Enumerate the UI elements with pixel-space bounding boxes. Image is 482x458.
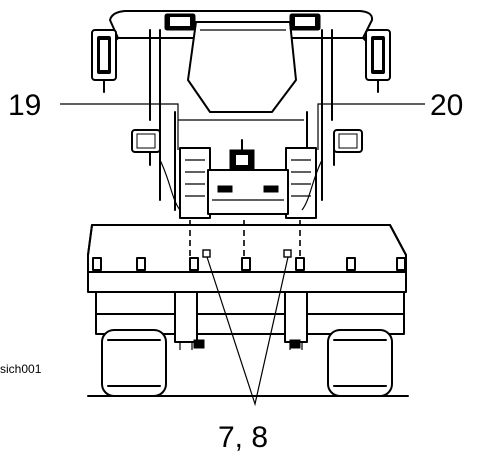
lift-frame [159, 139, 323, 219]
cab [103, 10, 379, 211]
callout-19: 19 [8, 89, 41, 122]
figure-reference: sich001 [0, 362, 42, 376]
mirror-left [91, 29, 118, 81]
mirror-right [363, 29, 391, 81]
wheel-left [101, 329, 167, 397]
front-bumper [87, 224, 407, 293]
bolt-row [92, 257, 406, 271]
chassis [95, 291, 405, 350]
callout-20: 20 [430, 89, 463, 122]
callout-7-8: 7, 8 [218, 421, 268, 454]
wheel-right [327, 329, 393, 397]
work-lamp-right [333, 129, 363, 166]
grease-point-right-marker [283, 249, 292, 258]
leader-line-20 [317, 103, 425, 150]
grease-point-left-marker [202, 249, 211, 258]
leader-lines [60, 103, 425, 407]
leader-line-19 [60, 103, 179, 150]
leader-line-7-8 [206, 256, 289, 407]
work-lamp-left [131, 129, 161, 166]
